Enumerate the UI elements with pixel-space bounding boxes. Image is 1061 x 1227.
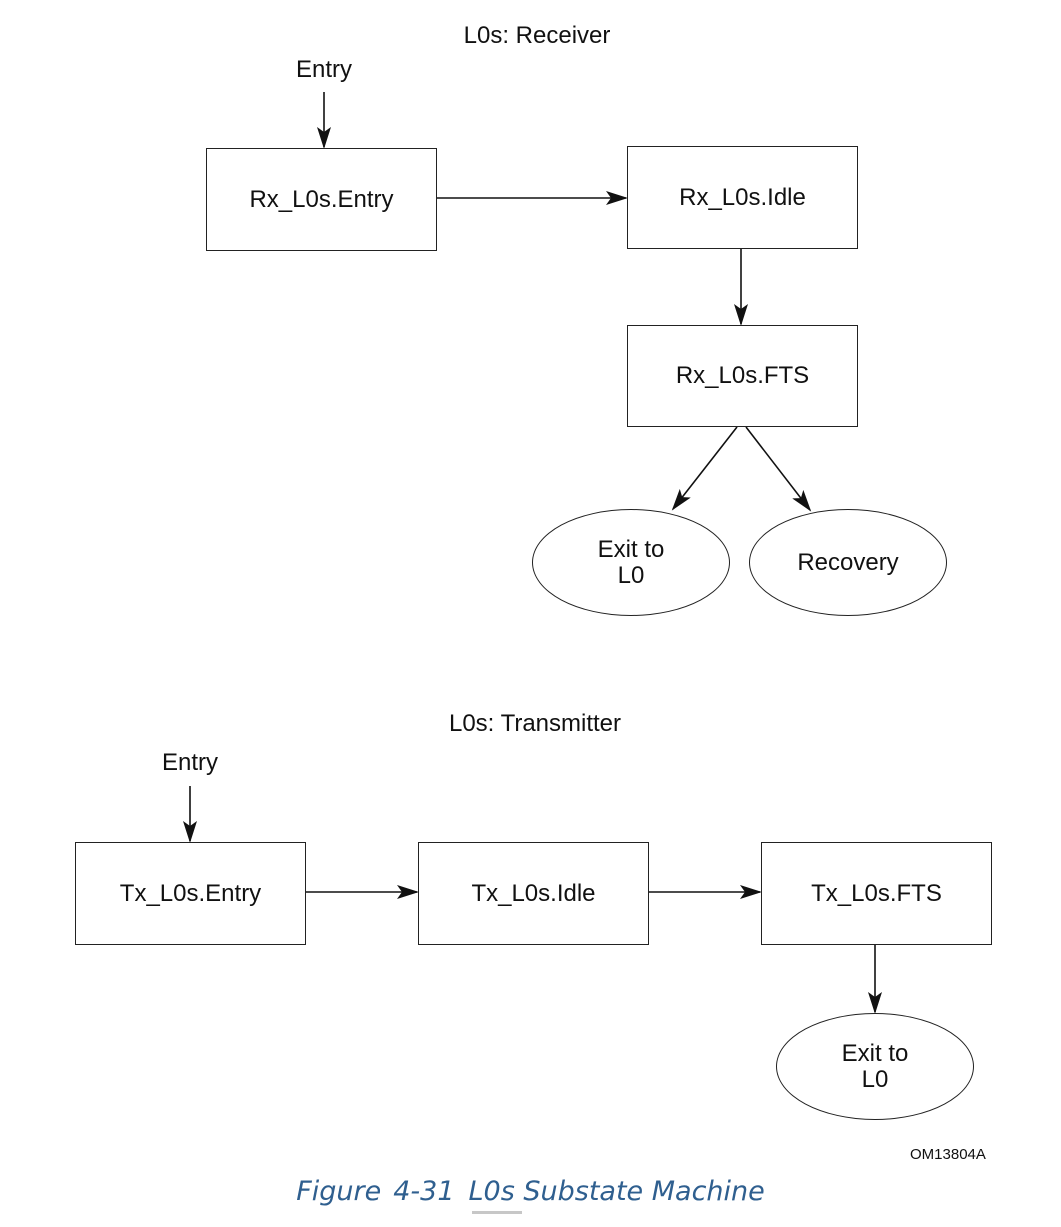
state-rx-l0s-entry-label: Rx_L0s.Entry [249, 185, 394, 213]
state-tx-l0s-idle-label: Tx_L0s.Idle [471, 879, 596, 907]
figure-code: OM13804A [910, 1146, 986, 1163]
rx-exit-to-l0-line1: Exit to [597, 535, 665, 563]
caption-number: 4-31 [393, 1176, 455, 1207]
receiver-entry-label: Entry [295, 56, 353, 83]
state-tx-l0s-entry: Tx_L0s.Entry [75, 842, 306, 945]
figure-caption: Figure 4-31 L0s Substate Machine [0, 1174, 1061, 1210]
state-rx-l0s-fts: Rx_L0s.FTS [627, 325, 858, 427]
rx-recovery-label: Recovery [797, 548, 899, 576]
state-tx-l0s-idle: Tx_L0s.Idle [418, 842, 649, 945]
rx-fts-to-recovery-arrow [745, 426, 812, 512]
rx-exit-to-l0-ellipse: Exit to L0 [532, 509, 730, 616]
state-tx-l0s-entry-label: Tx_L0s.Entry [119, 879, 262, 907]
state-rx-l0s-idle: Rx_L0s.Idle [627, 146, 858, 249]
state-rx-l0s-fts-label: Rx_L0s.FTS [675, 362, 810, 389]
caption-prefix: Figure [296, 1176, 382, 1207]
transmitter-title: L0s: Transmitter [448, 710, 622, 737]
receiver-title: L0s: Receiver [463, 22, 611, 49]
state-rx-l0s-idle-label: Rx_L0s.Idle [679, 183, 806, 211]
tx-exit-to-l0-line1: Exit to [841, 1039, 909, 1067]
tx-exit-to-l0-ellipse: Exit to L0 [776, 1013, 974, 1120]
caption-title: L0s Substate Machine [468, 1176, 765, 1207]
state-rx-l0s-entry: Rx_L0s.Entry [206, 148, 437, 251]
caption-underline-mark [472, 1211, 522, 1214]
tx-exit-to-l0-line2: L0 [861, 1065, 889, 1093]
rx-recovery-ellipse: Recovery [749, 509, 947, 616]
state-tx-l0s-fts: Tx_L0s.FTS [761, 842, 992, 945]
rx-fts-to-exit-arrow [671, 426, 738, 511]
state-tx-l0s-fts-label: Tx_L0s.FTS [811, 879, 942, 907]
rx-exit-to-l0-line2: L0 [617, 561, 645, 589]
transmitter-entry-label: Entry [161, 749, 219, 776]
